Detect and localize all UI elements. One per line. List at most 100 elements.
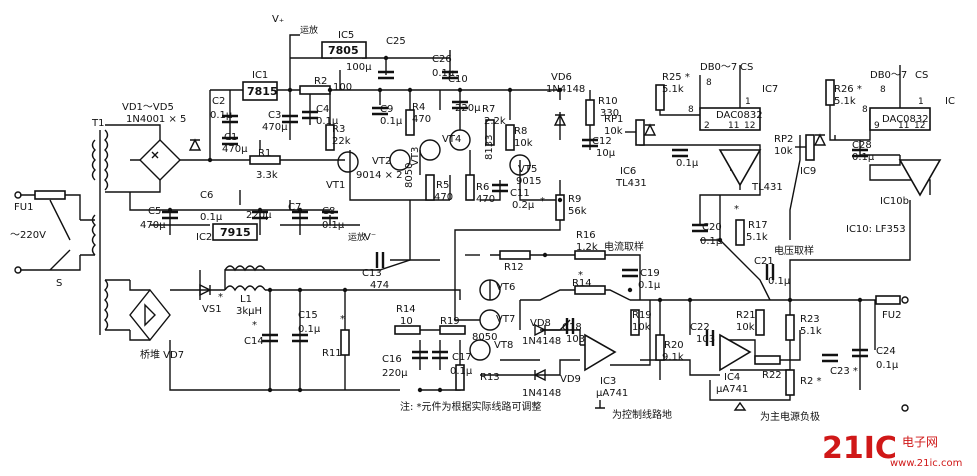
resistor-r7: [485, 119, 495, 146]
label-vd: VD1～VD5: [122, 102, 174, 113]
label-c18v: 103: [566, 334, 585, 345]
label-c9v: 0.1μ: [380, 116, 403, 127]
label-c9: C9: [380, 104, 393, 115]
cap-c25: [378, 70, 394, 80]
label-c26: C26: [432, 54, 452, 65]
resistor-r14: [394, 325, 421, 335]
label-vt4: VT4: [442, 134, 461, 145]
label-ic4: IC4: [724, 372, 740, 383]
label-ic2: IC2: [196, 232, 212, 243]
transistor-vt8: [469, 339, 491, 361]
label-c16: C16: [382, 354, 402, 365]
label-r2v: 100: [333, 82, 352, 93]
label-rp2v: 10k: [774, 146, 793, 157]
label-n1a: 1: [745, 97, 751, 107]
label-c12v: 10μ: [596, 148, 616, 159]
label-c20v: 0.1μ: [700, 236, 723, 247]
label-vt3: VT3: [410, 147, 421, 166]
label-ic3p: μA741: [596, 388, 628, 399]
transistor-vt6: [479, 279, 501, 301]
label-r19v: 10k: [632, 322, 651, 333]
switch-s: [49, 199, 71, 271]
label-c21: C21: [754, 256, 774, 267]
label-star6: *: [218, 292, 223, 303]
resistor-r17: [735, 219, 745, 246]
label-c11: C11: [510, 188, 530, 199]
label-r23: R23: [800, 314, 820, 325]
cap-c9: [372, 106, 388, 116]
label-l1v: 3kμH: [236, 306, 262, 317]
label-r7: R7: [482, 104, 495, 115]
label-r1v: 3.3k: [256, 170, 278, 181]
label-c19: C19: [640, 268, 660, 279]
label-c4: C4: [316, 104, 329, 115]
label-8133: 8133: [484, 135, 495, 160]
diode-ic9: [813, 133, 827, 146]
label-n1b: 1: [918, 97, 924, 107]
labels: V₊ 运放 V⁻ 运放 IC5 7805 C25 100μ C26 0.1μ I…: [10, 14, 955, 423]
label-c1: C1: [224, 132, 237, 143]
label-dac1: DAC0832: [716, 110, 763, 121]
label-ic5p: 7805: [328, 44, 359, 57]
label-r6: R6: [476, 182, 489, 193]
label-star3: *: [578, 270, 583, 281]
cap-c3: [282, 114, 298, 124]
cap-c1: [222, 136, 238, 146]
label-gnd1: 为控制线路地: [612, 408, 672, 421]
opamp-ic3: [584, 333, 617, 372]
label-n8d: 8: [880, 85, 886, 95]
resistor-r9: [555, 194, 565, 221]
label-n11a: 11: [728, 121, 739, 131]
label-r9v: 56k: [568, 206, 587, 217]
label-c8v: 0.1μ: [322, 220, 345, 231]
label-c25v: 100μ: [346, 62, 372, 73]
label-star2: *: [734, 204, 739, 215]
label-n8b: 8: [706, 78, 712, 88]
label-yf2: 运放: [348, 231, 366, 243]
label-r26: R26 *: [834, 84, 862, 95]
junctions: [167, 55, 863, 393]
label-r3: R3: [332, 124, 345, 135]
label-r5v: 470: [434, 192, 453, 203]
label-ic4p: μA741: [716, 384, 748, 395]
label-ic7: IC7: [762, 84, 778, 95]
fuse-fu2: [875, 295, 901, 305]
transistor-vt5: [509, 154, 531, 176]
wires: [20, 34, 931, 401]
resistor-r8: [505, 124, 515, 151]
label-vd9: VD9: [560, 374, 581, 385]
label-r21: R21: [736, 310, 756, 321]
label-yf1: 运放: [300, 24, 318, 36]
label-r17: R17: [748, 220, 768, 231]
ic5-7805: [321, 41, 367, 59]
cap-c23: [822, 353, 838, 363]
label-qd: 桥堆 VD7: [140, 349, 184, 361]
label-c28: C28: [852, 140, 872, 151]
label-n12a: 12: [744, 121, 755, 131]
label-rp2: RP2: [774, 134, 793, 145]
label-star5: *: [340, 314, 345, 325]
cap-c21: [765, 264, 775, 280]
cap-c8: [322, 210, 338, 220]
cap-c16: [412, 350, 428, 360]
label-c6: C6: [200, 190, 213, 201]
cap-c11: [492, 183, 508, 193]
label-dlqy: 电流取样: [604, 240, 644, 253]
label-r8v: 10k: [514, 138, 533, 149]
label-r8: R8: [514, 126, 527, 137]
label-c15v: 0.1μ: [298, 324, 321, 335]
diode-vs1: [199, 283, 212, 297]
label-star4: *: [252, 320, 257, 331]
label-8050b: 8050: [472, 332, 497, 343]
label-c10v: 220μ: [455, 103, 481, 114]
resistor-r20: [655, 334, 665, 361]
label-c5: C5: [148, 206, 161, 217]
label-r12: R12: [504, 262, 524, 273]
label-dac2: DAC0832: [882, 114, 929, 125]
ic2-7915: [212, 223, 258, 241]
gnd-main-symbol: [733, 401, 747, 411]
label-c19v: 0.1μ: [638, 280, 661, 291]
label-fu1: FU1: [14, 202, 33, 213]
label-vdp: 1N4001 × 5: [126, 114, 186, 125]
